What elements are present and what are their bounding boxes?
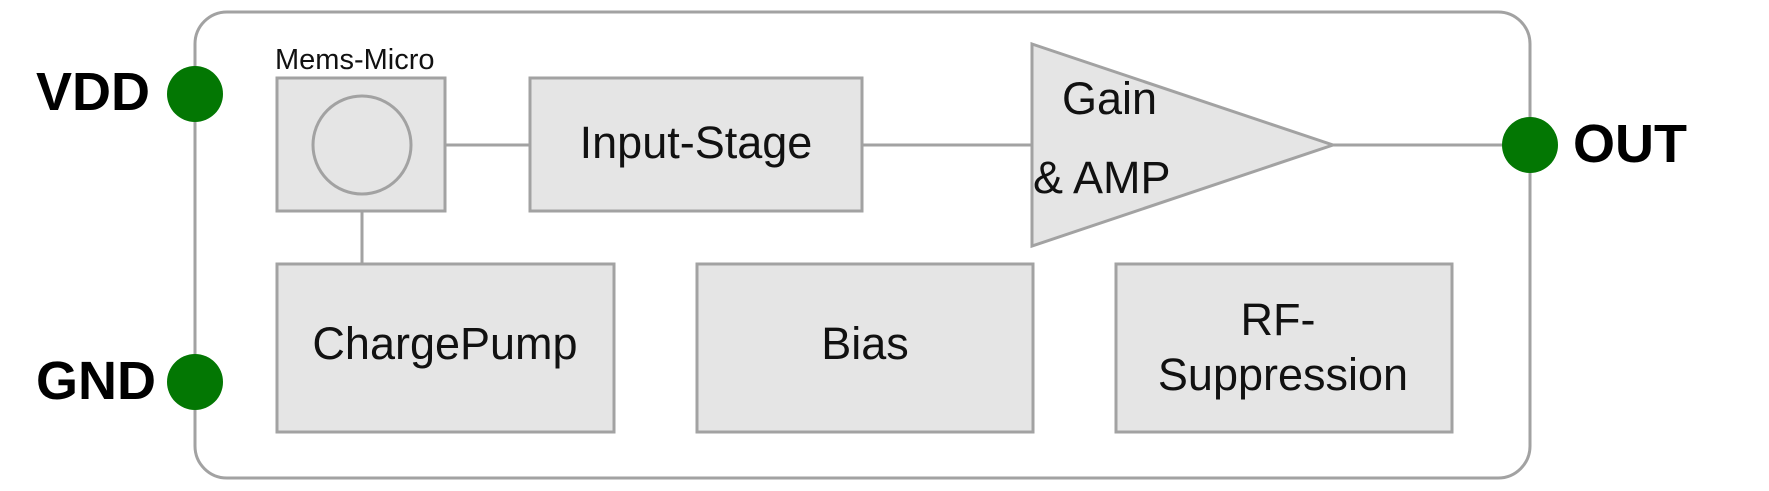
gain-amp-label-line2: & AMP [1033, 152, 1171, 203]
rf-suppression-label-line2: Suppression [1158, 349, 1408, 400]
gain-amp-label-line1: Gain [1062, 73, 1157, 124]
input-stage-label: Input-Stage [580, 117, 813, 168]
bias-label: Bias [821, 318, 909, 369]
out-pin-label: OUT [1573, 114, 1687, 174]
vdd-pin-label: VDD [36, 62, 150, 122]
gnd-pin [167, 354, 223, 410]
input-stage-block [528, 76, 864, 213]
microphone-membrane-icon [311, 94, 413, 196]
mems-micro-label: Mems-Micro [275, 44, 435, 76]
vdd-pin [167, 66, 223, 122]
rf-suppression-block [1114, 262, 1454, 434]
rf-suppression-label-line1: RF- [1241, 294, 1316, 345]
gnd-pin-label: GND [36, 351, 156, 411]
gain-amp-triangle [1030, 41, 1338, 249]
bias-block [695, 262, 1035, 434]
out-pin [1502, 117, 1558, 173]
charge-pump-block [275, 262, 616, 434]
charge-pump-label: ChargePump [312, 318, 577, 369]
